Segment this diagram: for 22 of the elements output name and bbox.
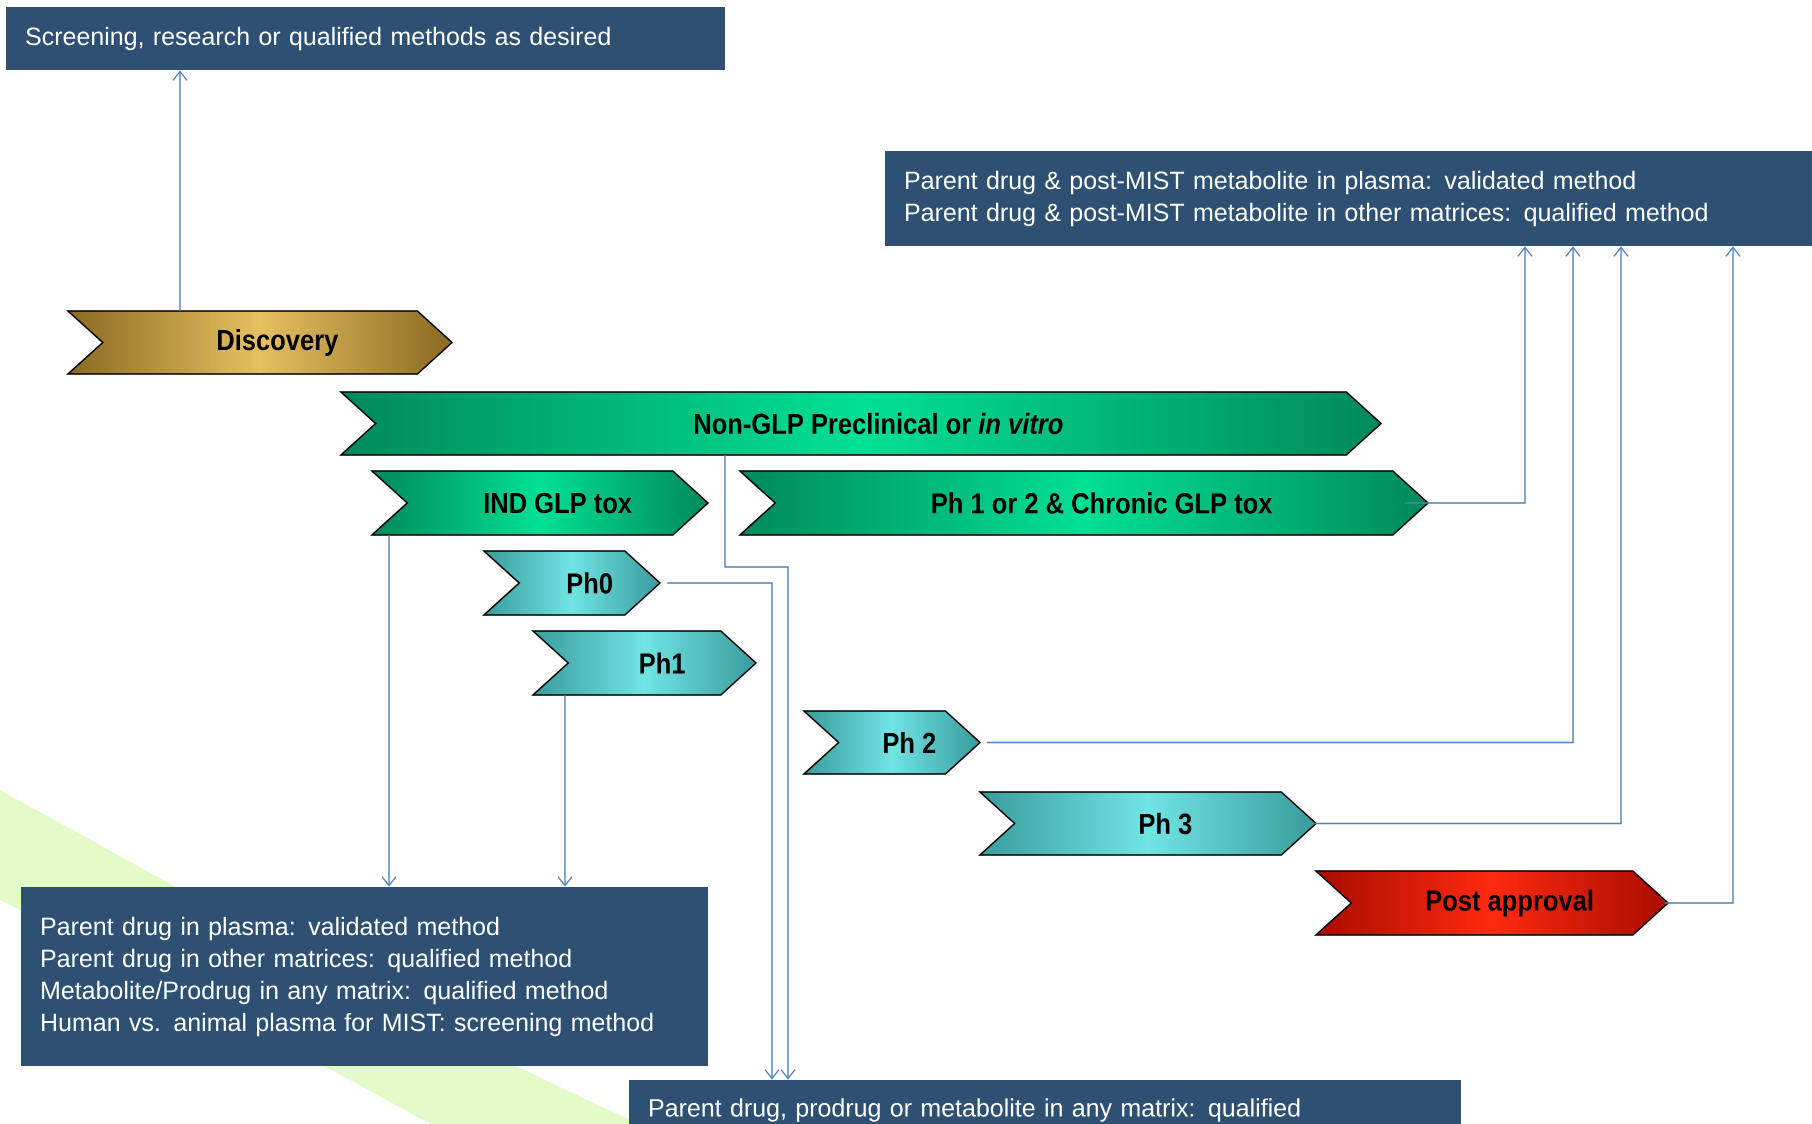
arrow [666, 582, 780, 1080]
phase-banner: IND GLP tox [369, 470, 710, 536]
text-box: Parent drug, prodrug or metabolite in any matrix: qualified [629, 1080, 1461, 1124]
text-box: Parent drug & post-MIST metabolite in plasma: validated method Parent drug & post-MIST metabolite in other matrices: qualified method [885, 151, 1812, 246]
arrow [381, 534, 397, 887]
phase-banner: Ph1 [530, 630, 758, 696]
phase-banner: Ph0 [481, 550, 662, 616]
arrow [1312, 246, 1629, 825]
arrow [1403, 246, 1533, 504]
text-box: Parent drug in plasma: validated method Parent drug in other matrices: qualified method Metabolite/Prodrug in any matrix: qualified method Human vs. animal plasma for MIST: screening method [21, 887, 708, 1066]
phase-banner: Discovery [65, 310, 454, 375]
phase-banner: Ph 2 [801, 710, 982, 775]
phase-banner: Post approval [1313, 870, 1670, 936]
arrow [172, 70, 188, 312]
phase-banner: Ph 1 or 2 & Chronic GLP tox [737, 470, 1430, 536]
arrow [1663, 246, 1741, 904]
text-box: Screening, research or qualified methods as desired [6, 7, 725, 70]
phase-banner: Non-GLP Preclinical or in vitro [338, 391, 1383, 456]
phase-banner: Ph 3 [977, 791, 1318, 856]
arrow [724, 454, 796, 1080]
arrow [986, 246, 1581, 744]
arrow [557, 694, 573, 887]
